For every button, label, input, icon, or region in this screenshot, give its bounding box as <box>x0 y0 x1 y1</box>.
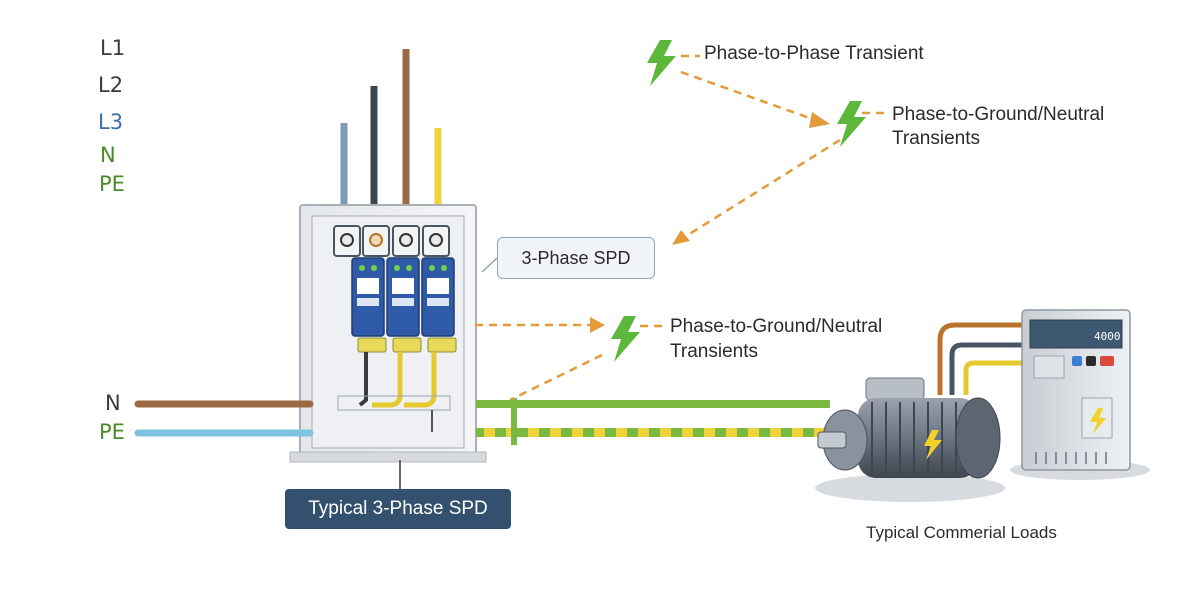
phase-to-phase-label: Phase-to-Phase Transient <box>704 43 924 64</box>
lightning-icon <box>837 101 866 147</box>
l3-label: L3 <box>98 110 124 134</box>
meter-display: 4000 <box>1094 330 1121 343</box>
loads-caption: Typical Commerial Loads <box>866 523 1057 542</box>
typical-spd-caption: Typical 3-Phase SPD <box>285 489 511 529</box>
load-n-label: N <box>105 391 121 415</box>
spd-panel <box>289 204 487 490</box>
supply-lines <box>134 45 644 189</box>
motor-illustration <box>815 322 1022 502</box>
lightning-icon <box>611 316 640 362</box>
phase-to-ground-mid-line2: Transients <box>670 341 758 362</box>
phase-to-ground-top-line1: Phase-to-Ground/Neutral <box>892 104 1105 125</box>
lightning-icons <box>611 40 866 362</box>
phase-to-ground-top-line2: Transients <box>892 128 980 149</box>
transient-arrows <box>475 54 885 402</box>
pe-label: PE <box>99 172 125 196</box>
drop-wires <box>340 49 442 228</box>
breaker-row <box>333 225 450 257</box>
arrow-heads <box>590 112 830 333</box>
phase-to-ground-mid-line1: Phase-to-Ground/Neutral <box>670 316 883 337</box>
load-pe-label: PE <box>99 420 125 444</box>
l2-label: L2 <box>98 73 124 97</box>
spd-callout-label: 3-Phase SPD <box>497 237 655 279</box>
l1-label: L1 <box>100 36 126 60</box>
lightning-icon <box>647 40 676 86</box>
load-lines <box>134 398 836 445</box>
control-cabinet: 4000 <box>1010 309 1150 480</box>
spd-modules <box>351 257 457 353</box>
n-label: N <box>100 143 116 167</box>
